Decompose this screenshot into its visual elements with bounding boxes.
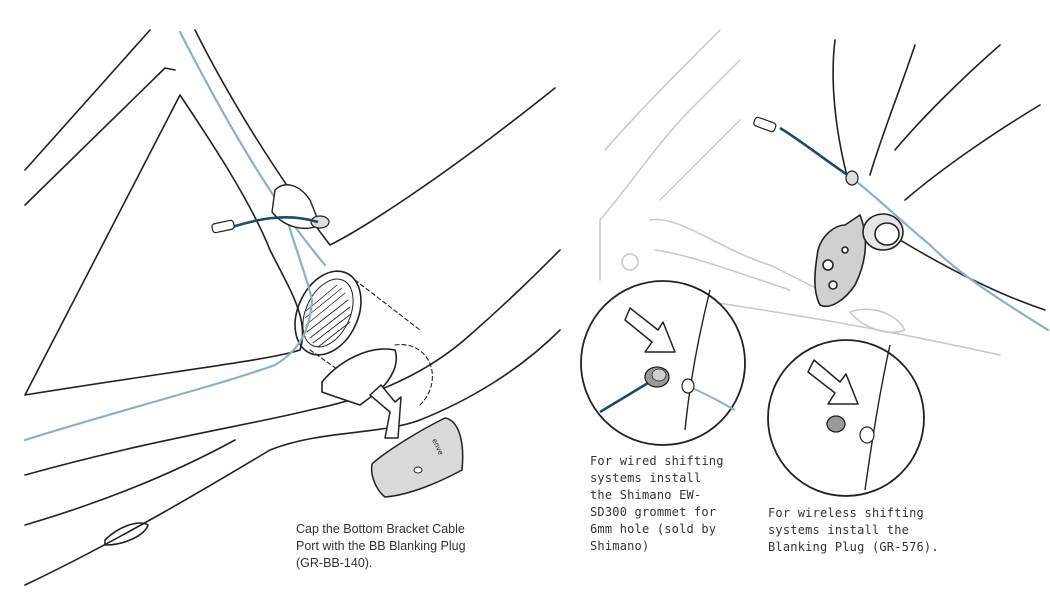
hanger-hole-2	[828, 280, 838, 290]
chainstay-lower	[24, 419, 421, 586]
wire	[779, 126, 853, 180]
seatstay-left	[832, 39, 849, 181]
seatstay-right	[869, 44, 916, 176]
caption-wireless-shifting: For wireless shifting systems install th…	[768, 506, 939, 554]
downtube-upper	[194, 29, 556, 246]
left-frame-illustration	[24, 29, 561, 586]
insert-arrow	[624, 307, 676, 353]
hanger-hole-3	[841, 246, 849, 254]
port-grommet	[310, 215, 330, 229]
frame-hole	[859, 426, 875, 444]
plug-hole	[413, 466, 423, 474]
chainstay-top	[24, 439, 236, 526]
chainstay-top-right	[894, 44, 1001, 151]
wire-connector	[211, 219, 235, 234]
port-threads	[304, 284, 352, 348]
right-ghost-frame	[599, 29, 1001, 356]
bottom-slot	[104, 522, 149, 546]
frame-outline-outer	[24, 29, 151, 171]
caption-wired-shifting: For wired shifting systems install the S…	[590, 454, 724, 553]
zoom-circle-wired	[580, 280, 746, 446]
left-wire-port	[211, 184, 330, 234]
bb-cable-port	[294, 270, 362, 356]
downtube-lower	[24, 249, 561, 476]
derailleur-hanger	[814, 214, 867, 307]
left-cable-routing	[23, 30, 327, 442]
chainstay-right	[904, 104, 1041, 201]
frame-outline-seattube-left	[24, 67, 176, 206]
right-wire-port	[753, 116, 859, 186]
hanger-hole-1	[822, 259, 834, 271]
insert-arrow-left	[369, 384, 402, 439]
tube-edge-right	[419, 329, 561, 421]
caption-bb-port: Cap the Bottom Bracket Cable Port with t…	[296, 522, 466, 570]
zoom-circle-wireless	[767, 339, 925, 497]
wire	[231, 216, 319, 229]
right-cable-routing	[850, 176, 1050, 332]
frame-inner-triangle	[24, 94, 304, 396]
dropout-tube	[899, 239, 1046, 311]
frame-hole	[681, 378, 695, 394]
zoom-tube-edge	[864, 344, 891, 491]
port-grommet	[845, 170, 859, 186]
blanking-plug	[826, 415, 846, 433]
insert-arrow	[807, 359, 859, 405]
bb-port-inner	[302, 278, 354, 348]
wire-connector	[753, 116, 777, 133]
axle-bolt-inner	[874, 222, 900, 246]
bb-blanking-plug: enve	[370, 417, 464, 498]
zoom-tube-edge	[684, 289, 711, 431]
